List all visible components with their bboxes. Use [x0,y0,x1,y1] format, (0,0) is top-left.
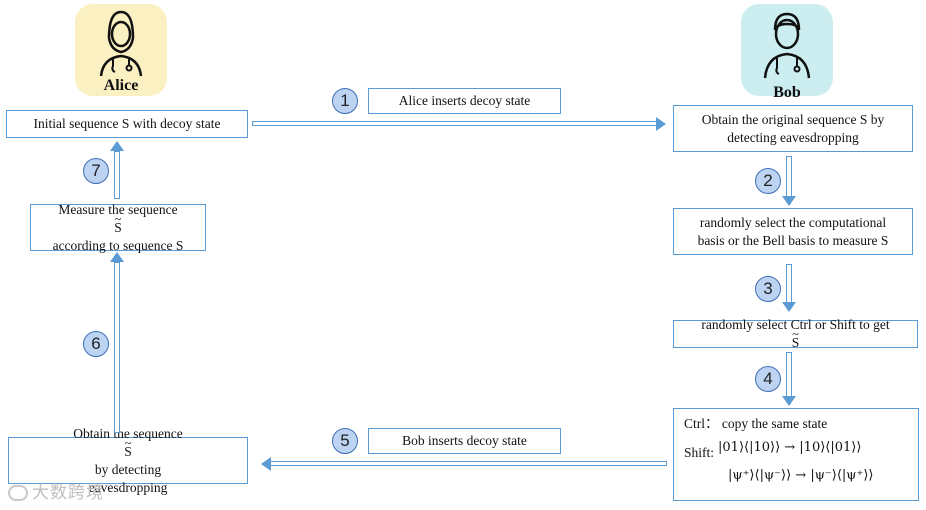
user-doctor-icon [99,10,143,77]
obtain-sequence-box: Obtain the sequence S by detecting eaves… [8,426,248,495]
obtain-original-line2: detecting eavesdropping [727,129,859,145]
arrow-down-3 [786,264,792,304]
step-badge-2: 2 [755,168,781,194]
bob-avatar: Bob [741,4,833,101]
arrowhead-down [782,302,796,312]
bob-name: Bob [773,84,801,101]
initial-sequence-box: Initial sequence S with decoy state [6,110,248,138]
obtain-sequence-line2: eavesdropping [88,479,168,495]
arrow-up-7 [114,151,120,199]
arrow-up-6 [114,262,120,433]
shift-label: Shift: [684,445,715,460]
step5-label-box: Bob inserts decoy state [368,428,561,454]
measure-sequence-line1: Measure the sequence S [53,201,184,237]
measure-sequence-line2: according to sequence S [52,237,184,253]
shift-line2: |ψ⁺⟩⟨|ψ⁻⟩⟩ → |ψ⁻⟩⟨|ψ⁺⟩⟩ [728,468,874,483]
obtain-sequence-suffix: by detecting [94,461,162,477]
arrow-bob-to-alice [270,461,667,466]
arrow-down-2 [786,156,792,198]
s-tilde: S [701,325,889,352]
arrowhead-left [261,457,271,471]
step-badge-6: 6 [83,331,109,357]
random-basis-line2: basis or the Bell basis to measure S [697,232,889,248]
shift-line1: |01⟩⟨|10⟩⟩ → |10⟩⟨|01⟩⟩ [718,440,862,455]
ctrl-shift-ops-box: Ctrl： copy the same state Shift: |01⟩⟨|1… [673,408,919,501]
arrowhead-up [110,141,124,151]
s-tilde: S [53,210,184,237]
step5-label: Bob inserts decoy state [402,433,527,448]
obtain-sequence-line1: Obtain the sequence S by detecting [73,425,183,479]
initial-sequence-text: Initial sequence S with decoy state [33,116,221,131]
random-ctrl-shift-text: randomly select Ctrl or Shift to get S [701,316,889,352]
arrow-down-4 [786,352,792,398]
step-badge-4: 4 [755,366,781,392]
random-ctrl-shift-box: randomly select Ctrl or Shift to get S [673,317,918,350]
random-basis-box: randomly select the computational basis … [673,208,913,255]
watermark: 大数跨境 [8,478,104,503]
alice-name: Alice [103,77,139,94]
alice-avatar: Alice [75,4,167,96]
user-doctor-icon [763,12,811,79]
step1-label-box: Alice inserts decoy state [368,88,561,114]
obtain-original-box: Obtain the original sequence S by detect… [673,105,913,152]
step-badge-7: 7 [83,158,109,184]
arrow-alice-to-bob [252,121,658,126]
random-basis-line1: randomly select the computational [699,214,887,230]
step1-label: Alice inserts decoy state [398,93,531,108]
ctrl-line: Ctrl： copy the same state [684,416,828,431]
measure-sequence-box: Measure the sequence S according to sequ… [30,201,206,253]
s-tilde: S [73,434,183,461]
watermark-text: 大数跨境 [32,483,104,503]
arrowhead-down [782,196,796,206]
step-badge-1: 1 [332,88,358,114]
arrowhead-down [782,396,796,406]
step-badge-5: 5 [332,428,358,454]
watermark-icon [8,485,28,501]
step-badge-3: 3 [755,276,781,302]
obtain-original-line1: Obtain the original sequence S by [701,111,885,127]
arrowhead-up [110,252,124,262]
arrowhead-right [656,117,666,131]
